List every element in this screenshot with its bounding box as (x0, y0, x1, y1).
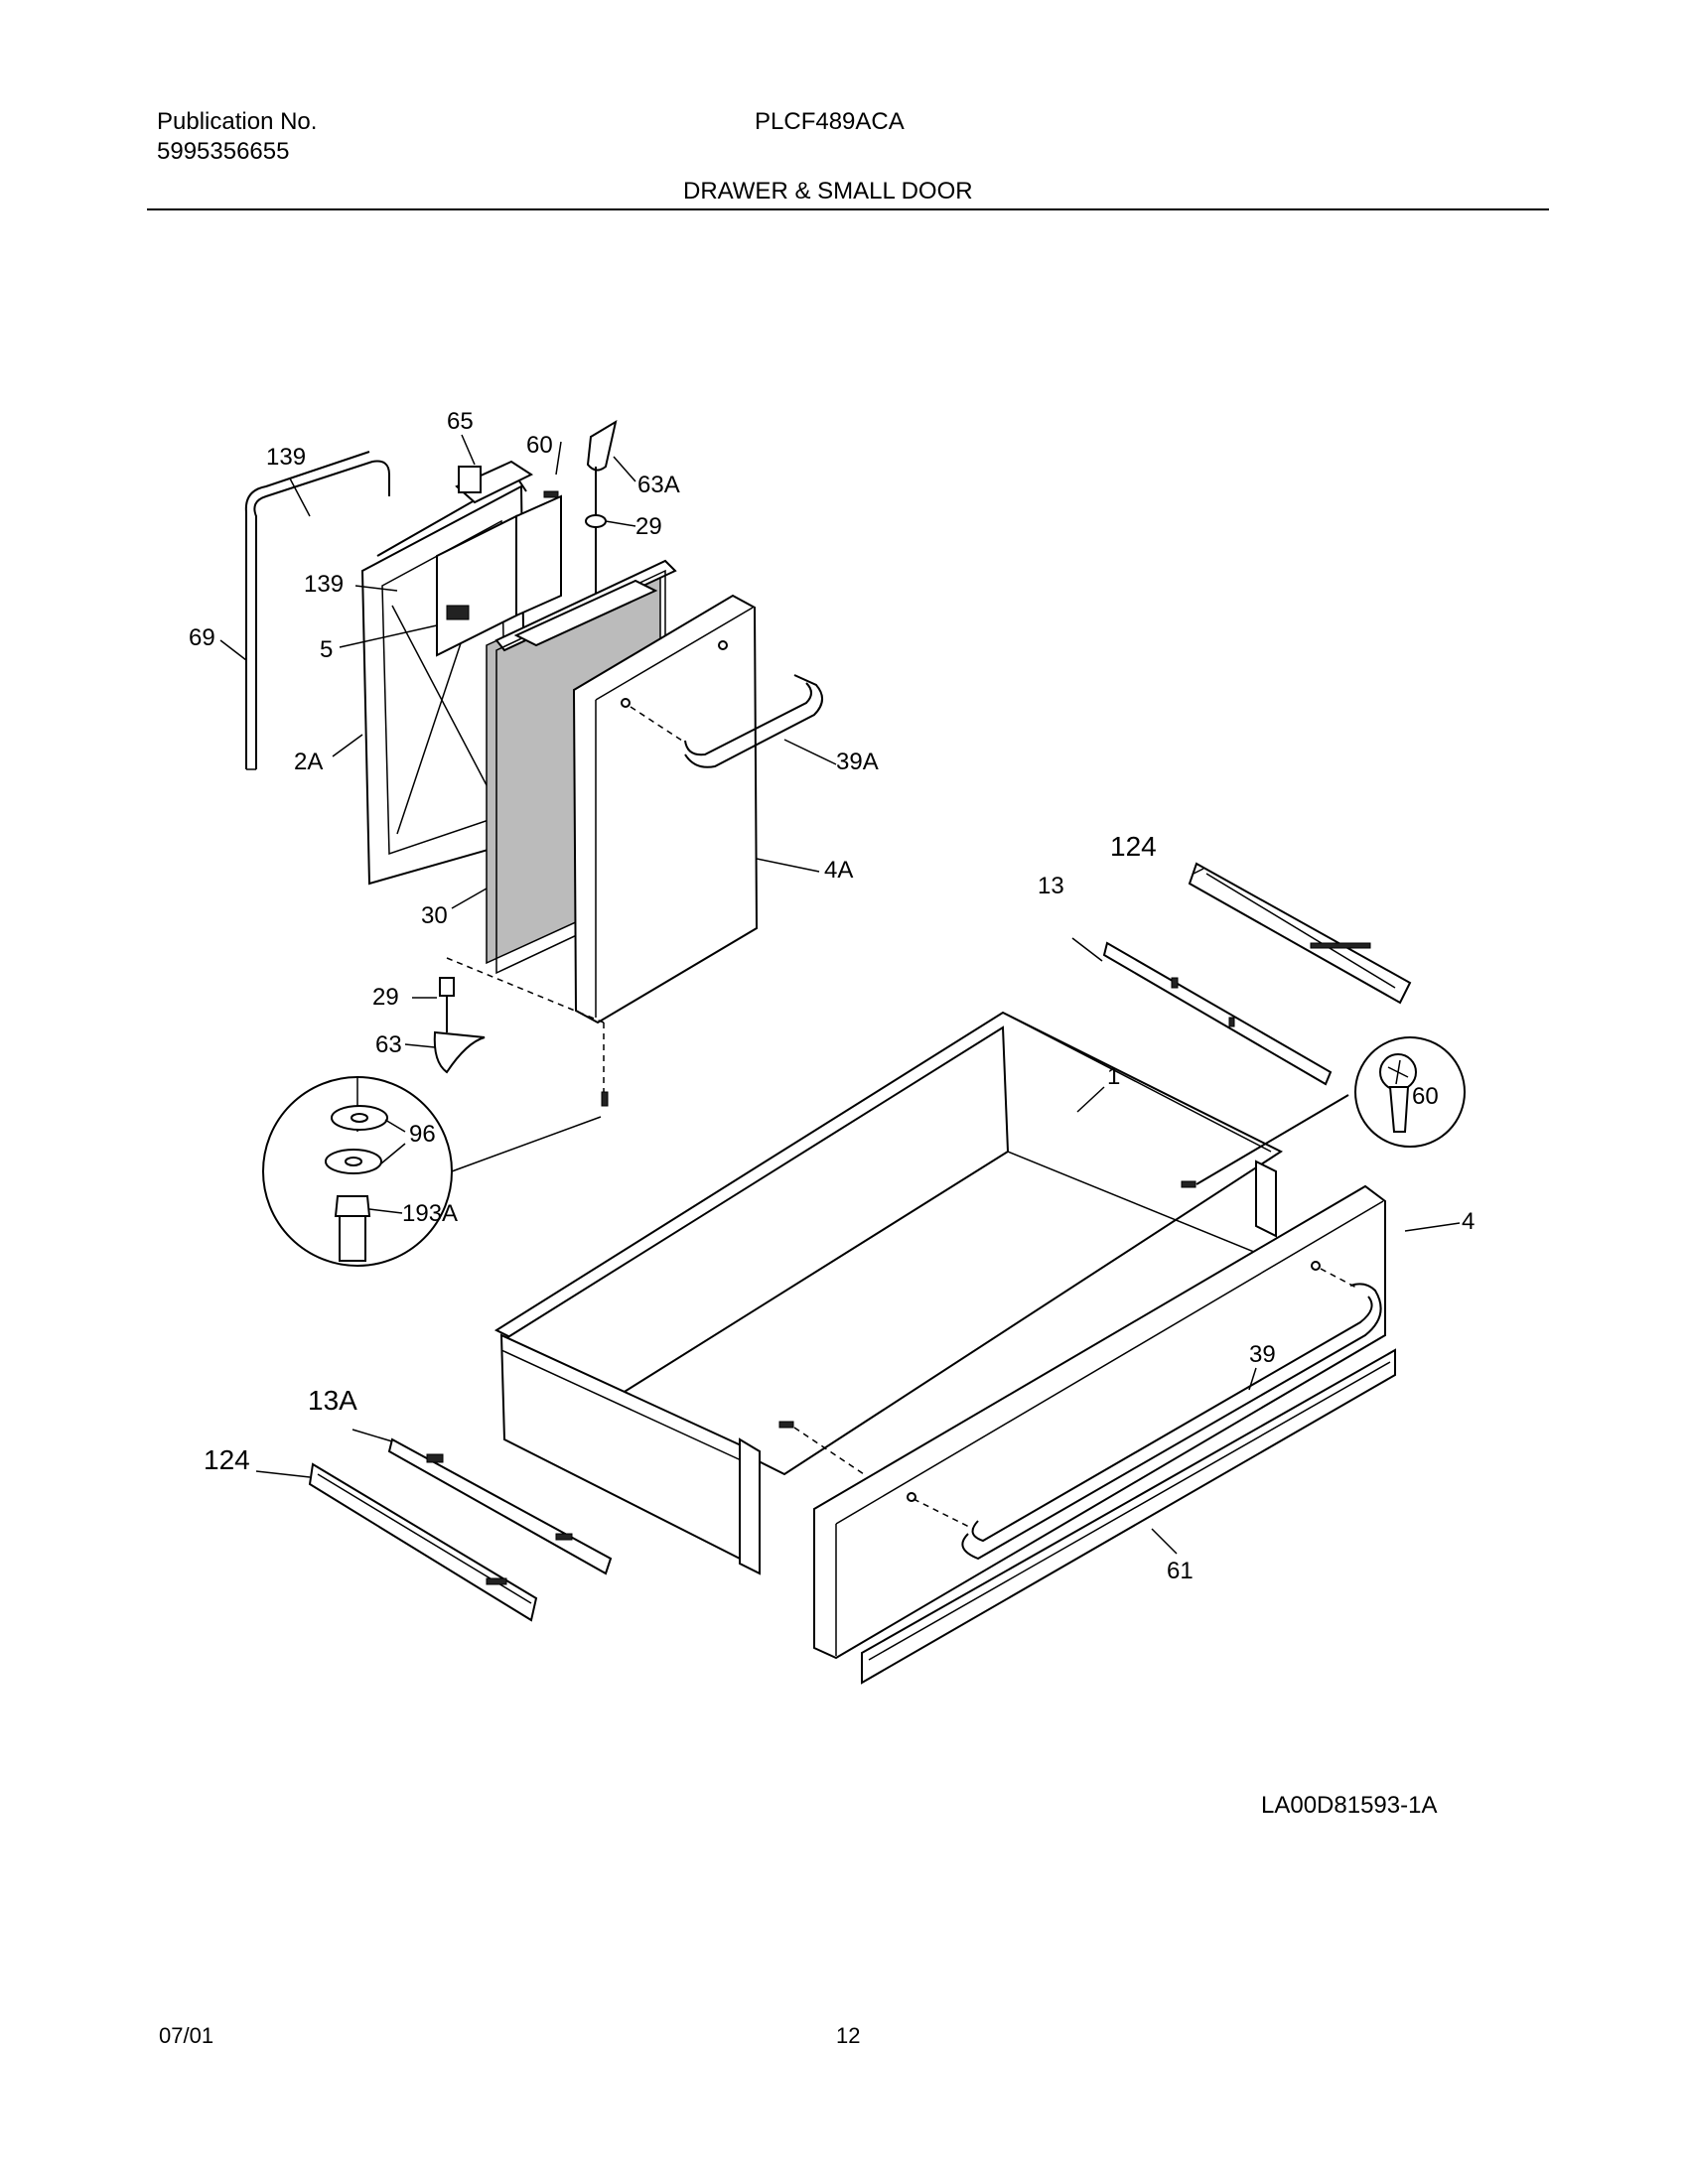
callout-61: 61 (1167, 1558, 1194, 1584)
callout-60: 60 (526, 432, 553, 459)
callout-13: 13 (1038, 873, 1064, 899)
callout-29: 29 (635, 513, 662, 540)
callout-labels: 139 65 60 63A 29 139 5 69 2A 39A 30 4A 1… (189, 408, 1475, 1584)
drawer-screws (778, 1094, 1349, 1475)
callout-139-lower: 139 (304, 571, 344, 598)
publication-number: 5995356655 (157, 138, 290, 165)
callout-124-left: 124 (204, 1444, 250, 1475)
publication-label: Publication No. (157, 108, 318, 135)
callout-30: 30 (421, 902, 448, 929)
part-124-right-outer-slide (1188, 862, 1412, 1005)
leader-lines (219, 434, 1461, 1555)
callout-193A: 193A (402, 1200, 458, 1227)
callout-4A: 4A (824, 857, 853, 884)
callout-63: 63 (375, 1031, 402, 1058)
callout-65: 65 (447, 408, 474, 435)
callout-13A: 13A (308, 1385, 357, 1416)
detail-circle-60 (1354, 1036, 1466, 1148)
callout-60-detail: 60 (1412, 1083, 1439, 1110)
model-number: PLCF489ACA (755, 108, 905, 135)
callout-39A: 39A (836, 749, 879, 775)
callout-63A: 63A (637, 472, 680, 498)
part-61-trim (861, 1348, 1396, 1685)
callout-4: 4 (1462, 1208, 1475, 1235)
detail-circle-96-193A (262, 1076, 602, 1267)
bottom-hinge-assembly (433, 957, 609, 1107)
part-4-drawer-front (813, 1184, 1386, 1660)
callout-69: 69 (189, 624, 215, 651)
part-4A-small-door (572, 594, 759, 1024)
callout-39: 39 (1249, 1341, 1276, 1368)
part-39-drawer-handle (913, 1268, 1382, 1561)
diagram-reference-code: LA00D81593-1A (1261, 1792, 1438, 1819)
callout-29-lower: 29 (372, 984, 399, 1011)
section-title: DRAWER & SMALL DOOR (683, 178, 973, 205)
callout-124-right: 124 (1110, 831, 1157, 862)
part-69-rail (244, 451, 390, 770)
top-hinge-assembly (436, 419, 618, 690)
callout-2A: 2A (294, 749, 323, 775)
callout-139: 139 (266, 444, 306, 471)
page-number: 12 (836, 2023, 861, 2048)
part-13-right-inner-slide (1102, 941, 1333, 1086)
callout-5: 5 (320, 636, 333, 663)
part-124-left-outer-slide (308, 1462, 538, 1622)
header-rule (147, 208, 1549, 210)
callout-1: 1 (1107, 1063, 1120, 1090)
part-13A-left-inner-slide (387, 1437, 613, 1575)
callout-96: 96 (409, 1121, 436, 1148)
part-1-drawer-box (493, 1011, 1284, 1575)
footer-date: 07/01 (159, 2023, 214, 2048)
part-39A-handle (630, 674, 823, 768)
